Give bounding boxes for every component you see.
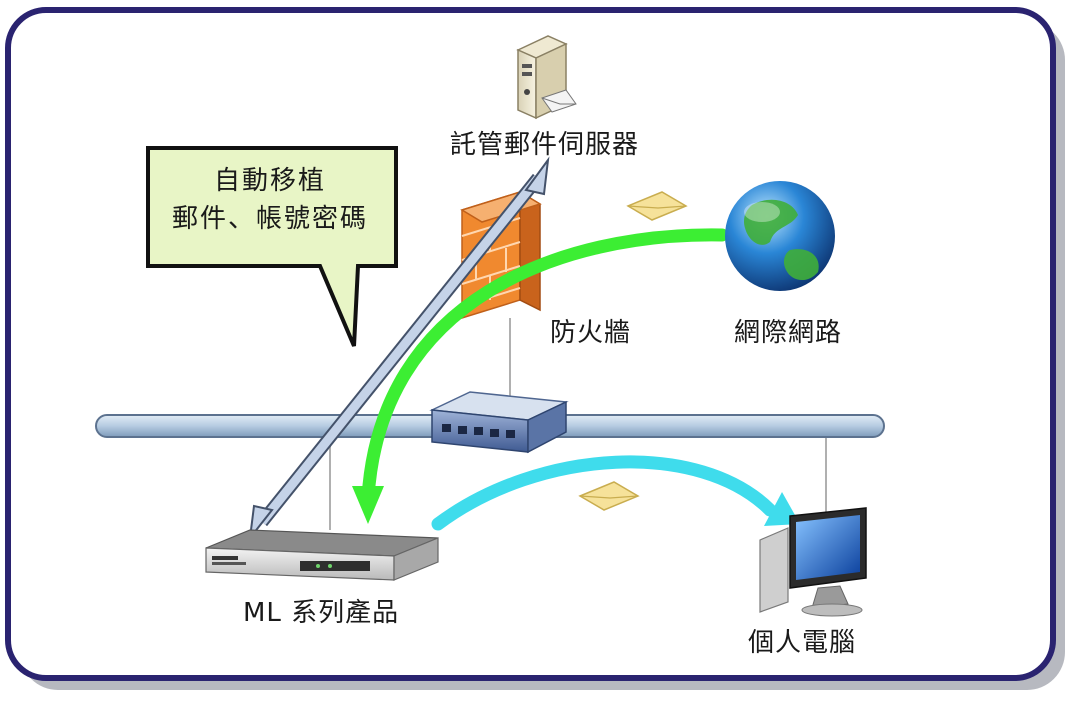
envelope-icon-bottom (578, 481, 640, 511)
green-arrow (352, 228, 729, 524)
callout-line-2: 郵件、帳號密碼 (171, 204, 368, 234)
pc-icon (759, 507, 867, 617)
ml-product-label: ML 系列產品 (243, 598, 400, 628)
firewall-label: 防火牆 (550, 318, 632, 348)
callout-bubble (146, 146, 398, 347)
double-arrow (248, 156, 550, 542)
mail-server-icon (516, 35, 577, 120)
envelope-icon-top (626, 191, 688, 221)
ml-appliance-icon (205, 529, 439, 581)
mail-server-label: 託管郵件伺服器 (450, 130, 640, 160)
switch-icon (429, 391, 569, 454)
globe-icon (725, 181, 835, 291)
callout-line-1: 自動移植 (213, 166, 326, 196)
internet-label: 網際網路 (734, 318, 843, 348)
pc-label: 個人電腦 (748, 628, 857, 658)
